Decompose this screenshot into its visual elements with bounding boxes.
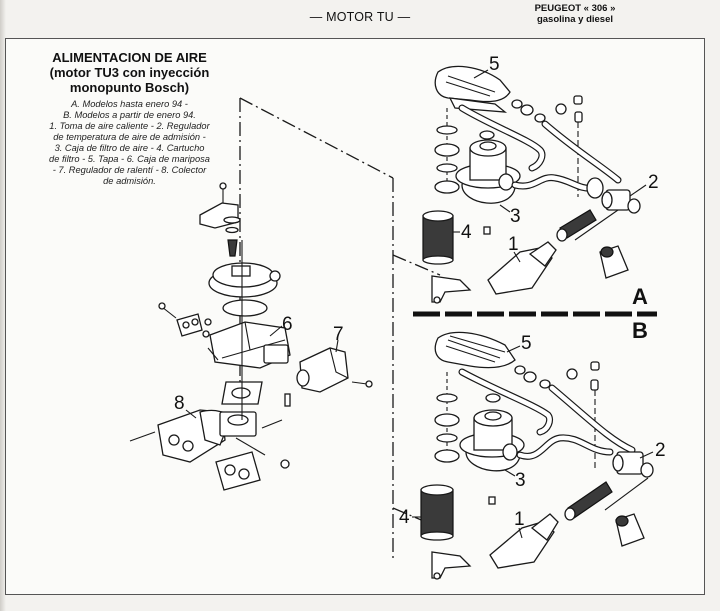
seal-stack-a [434, 108, 460, 194]
throttle-body-assembly: 6 7 8 [129, 182, 373, 491]
seal-stack-b [434, 372, 460, 463]
corrugated-hose-b [564, 481, 613, 521]
part-2-regulator-b [604, 451, 654, 511]
callout-2-a: 2 [648, 172, 659, 193]
figure-legend: A. Modelos hasta enero 94 - B. Modelos a… [22, 99, 237, 187]
legend-line: 1. Toma de aire caliente - 2. Regulador [49, 121, 210, 131]
callout-1-a: 1 [508, 234, 519, 255]
variant-label-a: A [632, 284, 648, 309]
throttle-position-sensor [158, 302, 212, 338]
callout-5-b: 5 [521, 333, 532, 354]
legend-line: de filtro - 5. Tapa - 6. Caja de maripos… [49, 154, 210, 164]
part-1-hot-air-intake-b [489, 513, 559, 569]
part-7-idle-regulator [296, 347, 373, 393]
part-5-lid-b [434, 331, 516, 369]
legend-line: de temperatura de aire de admisión - [53, 132, 206, 142]
callout-3-a: 3 [510, 206, 521, 227]
connector-clips-b [514, 361, 600, 470]
part-1-hot-air-intake-a [487, 241, 557, 295]
guide-line-a-link [392, 254, 441, 276]
legend-line: de admisión. [103, 176, 156, 186]
legend-line: A. Modelos hasta enero 94 - [71, 99, 188, 109]
inlet-bracket-b [615, 513, 645, 547]
callout-7: 7 [333, 324, 344, 345]
book-title-line2: gasolina y diesel [536, 14, 614, 25]
callout-3-b: 3 [515, 470, 526, 491]
section-header: — MOTOR TU — [309, 10, 411, 24]
part-6-throttle-body [207, 321, 291, 369]
variant-a-assembly: 5 2 3 4 1 [422, 54, 659, 304]
figure-title-line3: monopunto Bosch) [69, 80, 190, 95]
connector-clips-a [511, 95, 583, 197]
part-3-filter-box-b [459, 393, 525, 472]
stud [284, 393, 291, 407]
callout-1-b: 1 [514, 509, 525, 530]
callout-4-b: 4 [399, 507, 410, 528]
part-4-filter-cartridge-a [422, 210, 454, 265]
book-title: PEUGEOT « 306 » gasolina y diesel [510, 3, 640, 25]
gasket-upper [222, 299, 268, 317]
variant-label-b: B [632, 318, 648, 343]
figure-title: ALIMENTACION DE AIRE (motor TU3 con inye… [22, 50, 237, 95]
support-bracket-a [431, 226, 491, 304]
callout-5-a: 5 [489, 54, 500, 75]
support-bracket-b [431, 496, 496, 580]
part-4-filter-cartridge-b [420, 484, 454, 541]
callout-4-a: 4 [461, 222, 472, 243]
legend-line: B. Modelos a partir de enero 94. [63, 110, 196, 120]
part-3-filter-box-a [455, 130, 521, 204]
guide-line-top-diagonal [239, 97, 394, 179]
inlet-bracket-a [599, 245, 629, 279]
variant-b-assembly: 5 2 3 4 1 [399, 331, 666, 580]
part-8-intake-manifold [129, 409, 290, 491]
corrugated-hose-a [556, 209, 597, 242]
book-title-line1: PEUGEOT « 306 » [534, 3, 616, 14]
figure-caption: ALIMENTACION DE AIRE (motor TU3 con inye… [22, 50, 237, 187]
throttle-body-cover [208, 262, 281, 298]
injector [227, 239, 238, 257]
callout-2-b: 2 [655, 440, 666, 461]
callout-8: 8 [174, 393, 185, 414]
figure-title-line2: (motor TU3 con inyección [49, 65, 210, 80]
scan-edge-shadow [0, 0, 6, 611]
legend-line: - 7. Regulador de ralentí - 8. Colector [52, 165, 207, 175]
injector-holder [199, 182, 241, 234]
figure-title-line1: ALIMENTACION DE AIRE [52, 50, 207, 65]
part-2-regulator-a [574, 189, 641, 241]
legend-line: 3. Caja de filtro de aire - 4. Cartucho [54, 143, 205, 153]
callout-6: 6 [282, 314, 293, 335]
